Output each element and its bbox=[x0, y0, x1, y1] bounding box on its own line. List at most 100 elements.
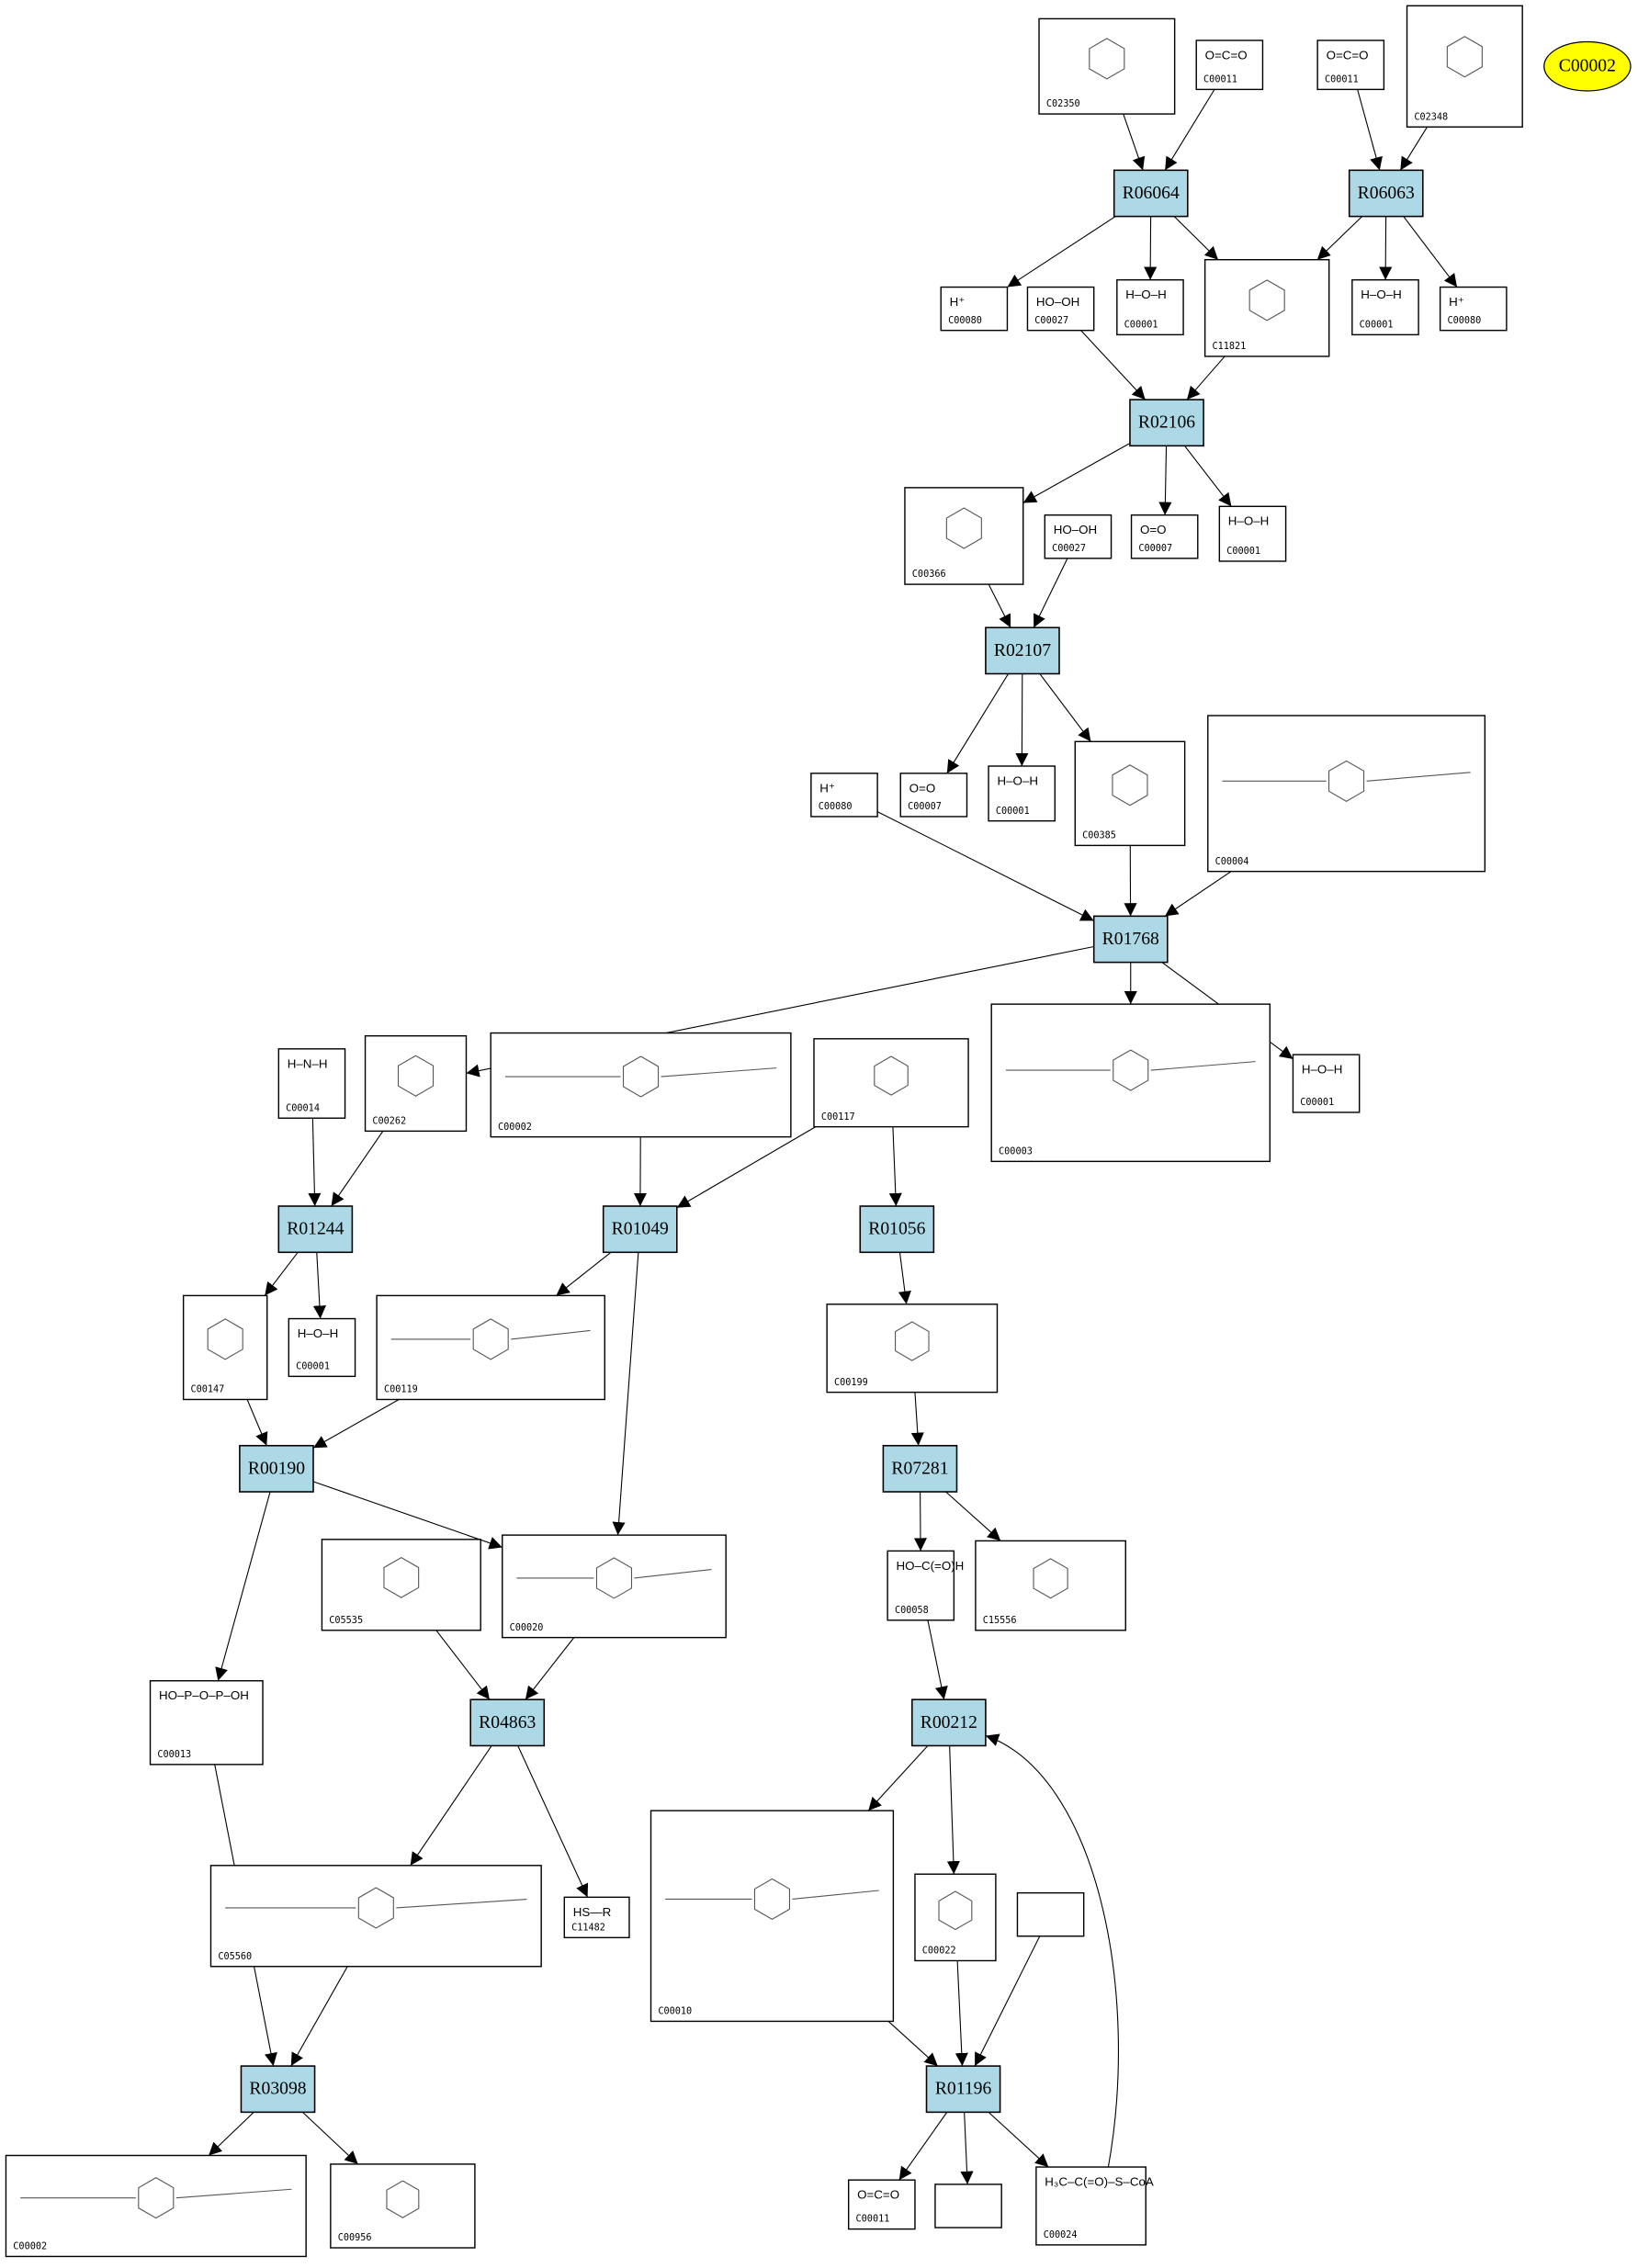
reaction-node-r02107[interactable]: R02107 bbox=[985, 626, 1060, 675]
compound-node-c15556[interactable]: C15556 bbox=[975, 1540, 1126, 1631]
structure-ring-icon bbox=[1446, 36, 1483, 78]
reaction-node-r01196[interactable]: R01196 bbox=[925, 2065, 1001, 2114]
compound-box bbox=[330, 2163, 476, 2249]
compound-formula: O=O bbox=[909, 781, 936, 795]
compound-id: C00022 bbox=[922, 1946, 956, 1957]
compound-node-c00003[interactable]: C00003 bbox=[990, 1003, 1271, 1163]
compound-id: C00004 bbox=[1215, 857, 1249, 867]
compound-box bbox=[847, 2179, 916, 2230]
highlight-node-c00002[interactable]: C00002 bbox=[1543, 40, 1632, 92]
edge-arrow bbox=[1164, 871, 1232, 917]
compound-box bbox=[1016, 1891, 1085, 1937]
structure-ring-icon bbox=[383, 1556, 420, 1598]
compound-box bbox=[182, 1294, 268, 1401]
compound-node-c05535[interactable]: C05535 bbox=[321, 1539, 481, 1631]
compound-node-c00117[interactable]: C00117 bbox=[813, 1038, 969, 1128]
compound-node-c00147[interactable]: C00147 bbox=[182, 1294, 268, 1401]
reaction-node-r01049[interactable]: R01049 bbox=[602, 1205, 678, 1254]
compound-node-c00262[interactable]: C00262 bbox=[364, 1034, 468, 1133]
compound-node-c00956[interactable]: C00956 bbox=[330, 2163, 476, 2249]
compound-node-c00022[interactable]: C00022 bbox=[914, 1873, 997, 1962]
reaction-node-r01244[interactable]: R01244 bbox=[277, 1205, 354, 1254]
compound-node-c00119[interactable]: C00119 bbox=[376, 1294, 605, 1401]
compound-node-c00080[interactable]: H⁺C00080 bbox=[1439, 286, 1508, 332]
compound-id: C00001 bbox=[1300, 1098, 1334, 1108]
compound-formula: O=O bbox=[1140, 523, 1167, 536]
compound-node-c00199[interactable]: C00199 bbox=[826, 1303, 999, 1394]
compound-node-c00004[interactable]: C00004 bbox=[1207, 715, 1486, 873]
compound-node-c02348[interactable]: C02348 bbox=[1406, 5, 1523, 128]
edge-arrow bbox=[988, 583, 1011, 628]
edge-arrow bbox=[960, 2112, 974, 2184]
compound-node-empty[interactable] bbox=[934, 2183, 1002, 2229]
edge-arrow bbox=[312, 1481, 503, 1550]
edge-arrow bbox=[1158, 446, 1172, 515]
compound-box bbox=[1195, 39, 1264, 91]
reaction-node-r04863[interactable]: R04863 bbox=[469, 1698, 546, 1747]
compound-node-c00385[interactable]: C00385 bbox=[1074, 740, 1186, 847]
reaction-node-r03098[interactable]: R03098 bbox=[240, 2065, 316, 2114]
reaction-node-r00190[interactable]: R00190 bbox=[239, 1444, 314, 1493]
edge-arrow bbox=[1164, 89, 1215, 171]
compound-id: C00956 bbox=[338, 2233, 372, 2243]
compound-node-c00002[interactable]: C00002 bbox=[490, 1032, 792, 1138]
edge-arrow bbox=[927, 1619, 948, 1700]
edge-arrow bbox=[876, 811, 1094, 921]
reaction-node-r00212[interactable]: R00212 bbox=[911, 1698, 987, 1747]
reaction-node-r01056[interactable]: R01056 bbox=[859, 1205, 935, 1254]
reaction-id: R01049 bbox=[612, 1220, 669, 1239]
compound-box bbox=[1044, 514, 1113, 559]
compound-node-c05560[interactable]: C05560 bbox=[209, 1865, 542, 1968]
reaction-node-r01768[interactable]: R01768 bbox=[1092, 915, 1169, 964]
compound-node-c00080[interactable]: H⁺C00080 bbox=[810, 773, 878, 818]
edge-arrow bbox=[988, 2111, 1049, 2168]
compound-node-c00010[interactable]: C00010 bbox=[650, 1810, 895, 2023]
edge-arrow bbox=[517, 1745, 589, 1898]
compound-node-c00001[interactable]: H–O–H C00001 bbox=[1218, 505, 1287, 562]
compound-node-c00366[interactable]: C00366 bbox=[904, 487, 1024, 585]
compound-id: C00199 bbox=[834, 1378, 868, 1388]
compound-id: C00119 bbox=[384, 1385, 418, 1395]
reaction-node-r06064[interactable]: R06064 bbox=[1113, 169, 1189, 218]
compound-formula: H–O–H bbox=[298, 1326, 339, 1340]
compound-box bbox=[321, 1539, 481, 1631]
compound-node-c11821[interactable]: C11821 bbox=[1203, 259, 1330, 357]
compound-formula: H–O–H bbox=[1228, 514, 1270, 528]
compound-id: C00147 bbox=[190, 1385, 224, 1395]
compound-node-c02350[interactable]: C02350 bbox=[1038, 17, 1176, 115]
compound-box bbox=[1130, 514, 1199, 559]
compound-node-c00080[interactable]: H⁺C00080 bbox=[940, 286, 1009, 332]
compound-node-c00020[interactable]: C00020 bbox=[502, 1534, 727, 1639]
reaction-node-r06063[interactable]: R06063 bbox=[1348, 169, 1424, 218]
structure-ring-icon bbox=[895, 1321, 930, 1361]
compound-node-empty[interactable] bbox=[1016, 1891, 1085, 1937]
compound-id: C00001 bbox=[1226, 547, 1260, 557]
compound-box bbox=[940, 286, 1009, 332]
compound-node-c00002[interactable]: C00002 bbox=[5, 2154, 307, 2258]
compound-box bbox=[5, 2154, 307, 2258]
compound-id: C11482 bbox=[571, 1923, 605, 1933]
reaction-box bbox=[911, 1698, 987, 1747]
reaction-id: R02107 bbox=[994, 641, 1051, 660]
compound-id: C00001 bbox=[1360, 321, 1394, 331]
reaction-node-r07281[interactable]: R07281 bbox=[882, 1444, 958, 1493]
reaction-node-r02106[interactable]: R02106 bbox=[1129, 399, 1204, 447]
